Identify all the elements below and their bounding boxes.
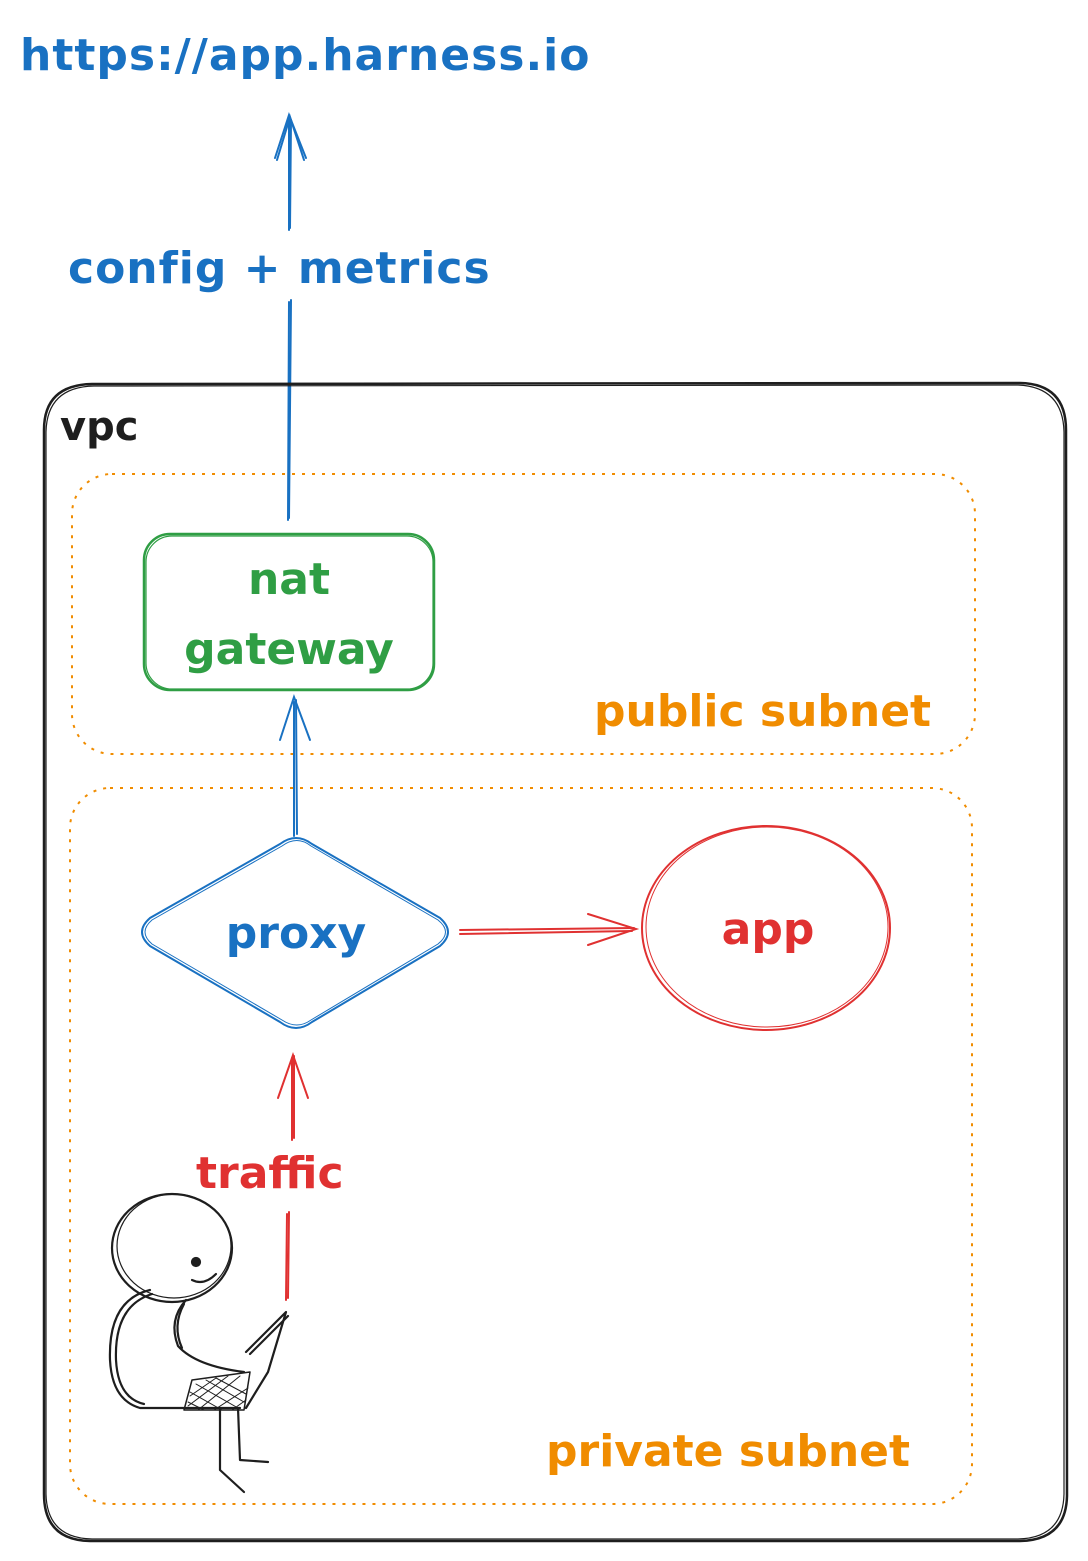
proxy-label: proxy — [226, 908, 367, 959]
arrow-head-up-icon — [274, 112, 307, 159]
arrow-head-up-icon — [277, 1051, 309, 1099]
vpc-label: vpc — [60, 404, 138, 450]
endpoint-url: https://app.harness.io — [20, 30, 591, 81]
private-subnet-label: private subnet — [546, 1426, 910, 1477]
proxy-to-nat-arrow — [279, 693, 311, 837]
nat-to-endpoint-arrow — [274, 112, 307, 521]
app-label: app — [722, 904, 815, 955]
nat-gateway-node: nat gateway — [142, 532, 436, 692]
public-subnet-label: public subnet — [594, 686, 931, 737]
private-subnet-container — [69, 787, 973, 1505]
app-node: app — [641, 825, 891, 1031]
proxy-node: proxy — [141, 837, 449, 1029]
public-subnet-container — [71, 473, 976, 755]
nat-gateway-label-line1: nat — [248, 554, 330, 605]
traffic-arrow — [277, 1051, 309, 1301]
edge-label-config: config + metrics — [68, 243, 491, 294]
arrow-head-right-icon — [587, 913, 640, 946]
vpc-container — [42, 381, 1069, 1543]
proxy-to-app-arrow — [459, 913, 640, 946]
arrow-head-up-icon — [279, 693, 311, 741]
person-with-laptop-icon — [108, 1192, 290, 1494]
nat-gateway-label-line2: gateway — [184, 624, 394, 675]
traffic-label: traffic — [196, 1148, 344, 1199]
